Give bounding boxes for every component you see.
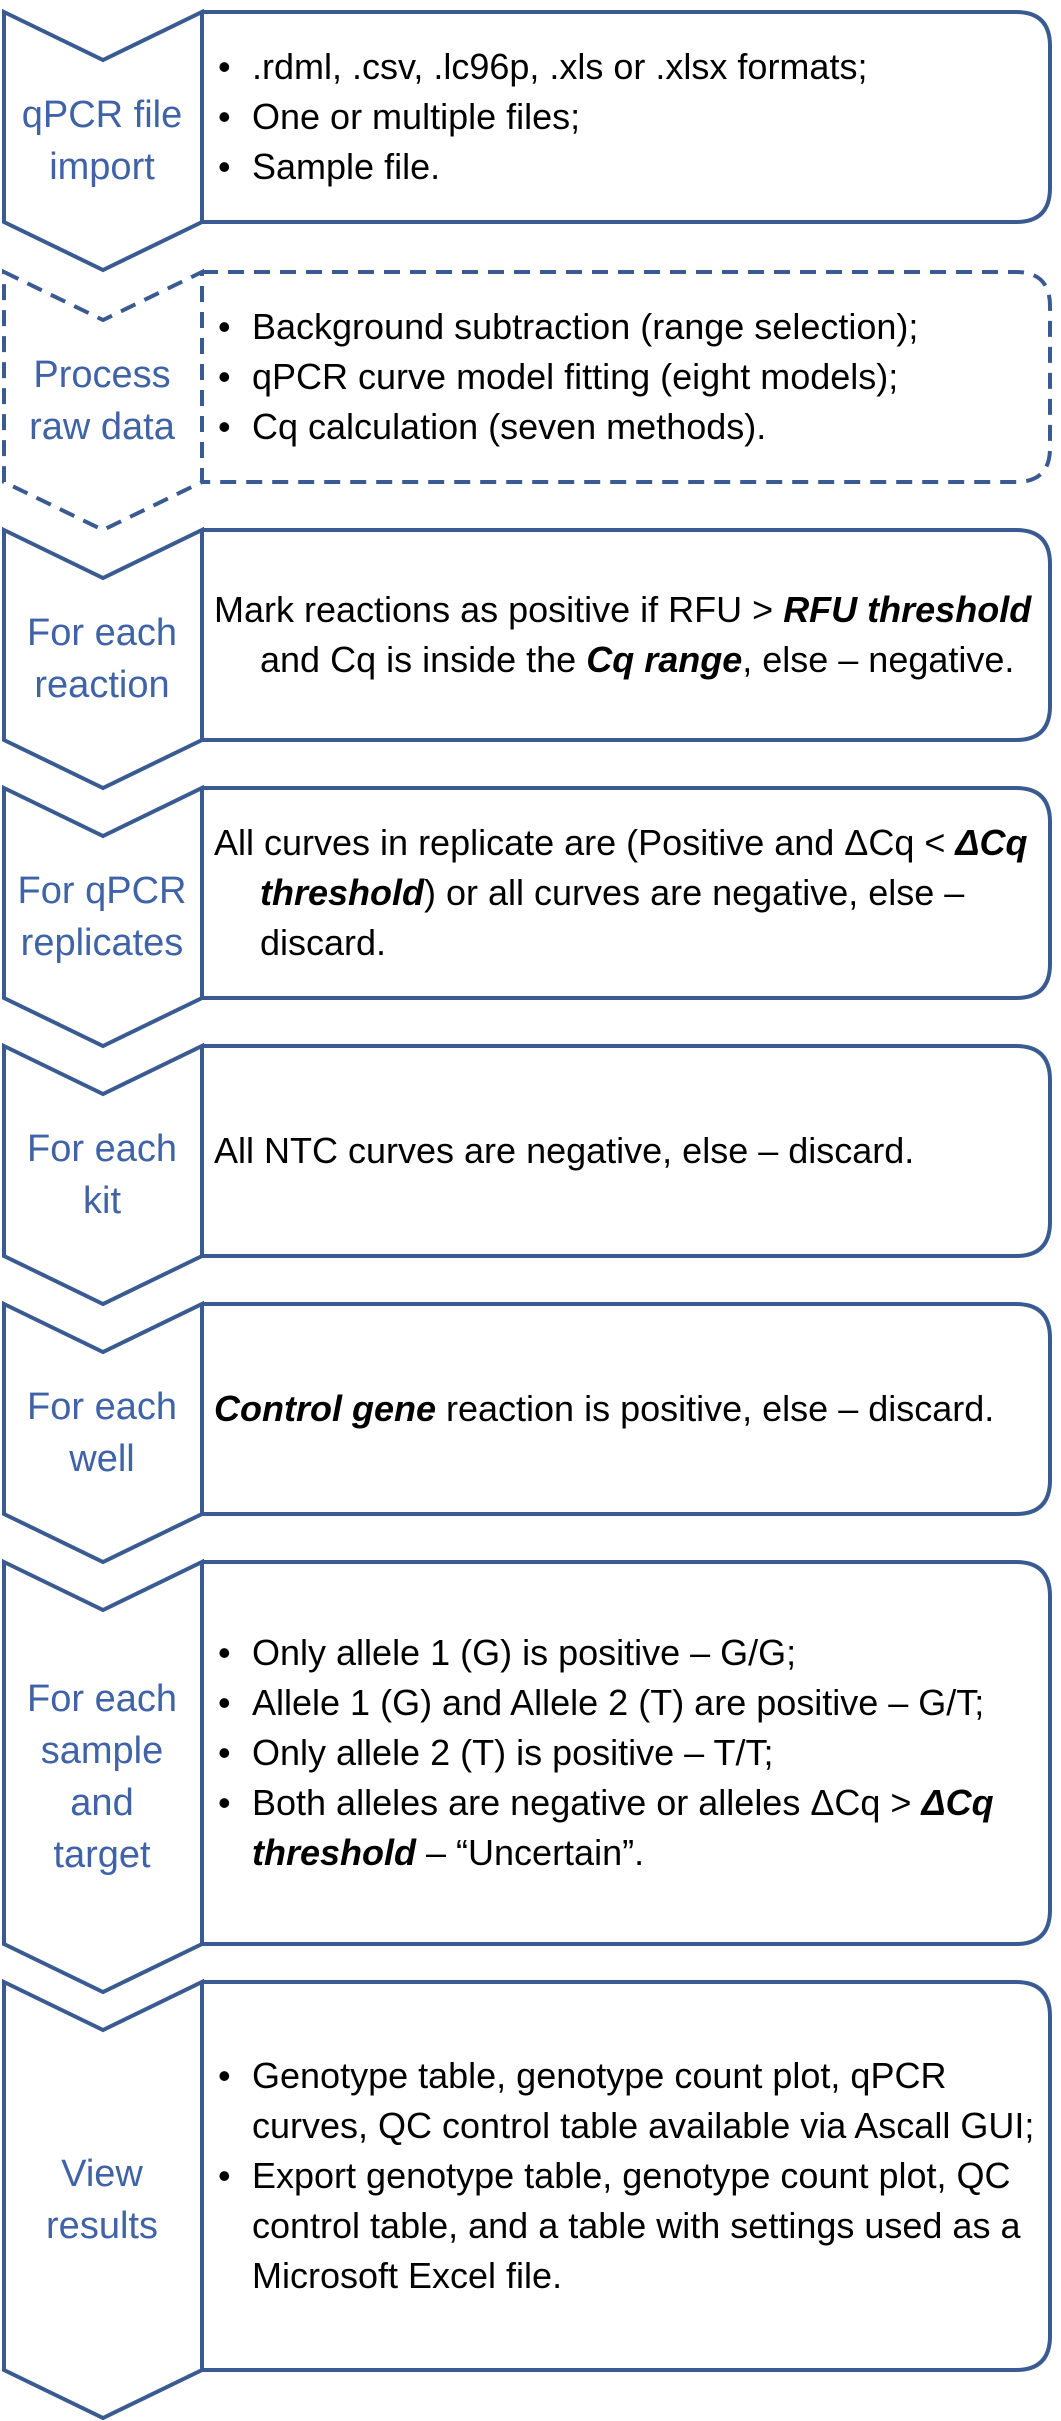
step-content: All NTC curves are negative, else – disc… (214, 1046, 1046, 1256)
bullet-item: Background subtraction (range selection)… (214, 302, 918, 352)
text-run: All curves in replicate are (Positive an… (214, 822, 956, 863)
condition-text: Control gene reaction is positive, else … (214, 1384, 994, 1434)
bullet-item: Only allele 1 (G) is positive – G/G; (214, 1628, 1046, 1678)
text-run: Allele 1 (G) and Allele 2 (T) are positi… (252, 1682, 985, 1723)
emphasis-term: ΔCq threshold (260, 822, 1028, 913)
text-run: – “Uncertain”. (416, 1832, 645, 1873)
text-run: Cq calculation (seven methods). (252, 406, 767, 447)
text-run: Export genotype table, genotype count pl… (252, 2155, 1021, 2296)
text-run: Genotype table, genotype count plot, qPC… (252, 2055, 1035, 2146)
bullet-list: Background subtraction (range selection)… (214, 302, 918, 452)
text-run: Mark reactions as positive if RFU > (214, 589, 784, 630)
bullet-item: Export genotype table, genotype count pl… (214, 2151, 1046, 2301)
step-label: qPCR file import (21, 94, 183, 188)
step-label: For each reaction (27, 612, 177, 706)
text-run: , else – negative. (742, 639, 1015, 680)
step-content-frame (202, 528, 1052, 742)
bullet-item: .rdml, .csv, .lc96p, .xls or .xlsx forma… (214, 42, 867, 92)
bullet-item: One or multiple files; (214, 92, 867, 142)
text-run: One or multiple files; (252, 96, 581, 137)
bullet-item: qPCR curve model fitting (eight models); (214, 352, 918, 402)
bullet-list: Genotype table, genotype count plot, qPC… (214, 2051, 1046, 2301)
step-label: View results (46, 2153, 158, 2247)
step-label: Process raw data (29, 354, 175, 448)
step-content-frame (202, 270, 1052, 484)
text-run: reaction is positive, else – discard. (436, 1388, 995, 1429)
bullet-item: Both alleles are negative or alleles ΔCq… (214, 1778, 1046, 1878)
bullet-item: Sample file. (214, 142, 867, 192)
bullet-list: .rdml, .csv, .lc96p, .xls or .xlsx forma… (214, 42, 867, 192)
text-run: Both alleles are negative or alleles ΔCq… (252, 1782, 922, 1823)
step-content-frame (202, 1302, 1052, 1516)
step-content-frame (202, 1560, 1052, 1946)
text-run: Only allele 1 (G) is positive – G/G; (252, 1632, 797, 1673)
text-run: All NTC curves are negative, else – disc… (214, 1130, 915, 1171)
bullet-item: Allele 1 (G) and Allele 2 (T) are positi… (214, 1678, 1046, 1728)
bullet-list: Only allele 1 (G) is positive – G/G; Alle… (214, 1628, 1046, 1878)
text-run: Only allele 2 (T) is positive – T/T; (252, 1732, 774, 1773)
step-content: Only allele 1 (G) is positive – G/G; Alle… (214, 1562, 1046, 1944)
emphasis-term: Control gene (214, 1388, 436, 1429)
step-content-frame (202, 1980, 1052, 2372)
text-run: Sample file. (252, 146, 441, 187)
step-content-frame (202, 786, 1052, 1000)
step-content: Background subtraction (range selection)… (214, 272, 1046, 482)
bullet-item: Cq calculation (seven methods). (214, 402, 918, 452)
bullet-item: Only allele 2 (T) is positive – T/T; (214, 1728, 1046, 1778)
step-content: .rdml, .csv, .lc96p, .xls or .xlsx forma… (214, 12, 1046, 222)
step-content: Control gene reaction is positive, else … (214, 1304, 1046, 1514)
step-label: For each kit (27, 1128, 177, 1222)
step-content: Mark reactions as positive if RFU > RFU … (214, 530, 1046, 740)
step-content: All curves in replicate are (Positive an… (214, 788, 1046, 998)
condition-text: All curves in replicate are (Positive an… (214, 818, 1046, 968)
condition-text: All NTC curves are negative, else – disc… (214, 1126, 914, 1176)
text-run: and Cq is inside the (260, 639, 587, 680)
emphasis-term: Cq range (586, 639, 743, 680)
text-run: qPCR curve model fitting (eight models); (252, 356, 899, 397)
emphasis-term: RFU threshold (783, 589, 1032, 630)
step-content: Genotype table, genotype count plot, qPC… (214, 1982, 1046, 2370)
step-content-frame (202, 10, 1052, 224)
step-label: For each well (27, 1386, 177, 1480)
emphasis-term: ΔCq threshold (252, 1782, 994, 1873)
bullet-item: Genotype table, genotype count plot, qPC… (214, 2051, 1046, 2151)
step-label: For each sample and target (27, 1678, 177, 1876)
step-content-frame (202, 1044, 1052, 1258)
step-label: For qPCR replicates (17, 870, 187, 964)
text-run: ) or all curves are negative, else – dis… (260, 872, 965, 963)
text-run: .rdml, .csv, .lc96p, .xls or .xlsx forma… (252, 46, 868, 87)
text-run: Background subtraction (range selection)… (252, 306, 919, 347)
condition-text: Mark reactions as positive if RFU > RFU … (214, 585, 1046, 685)
